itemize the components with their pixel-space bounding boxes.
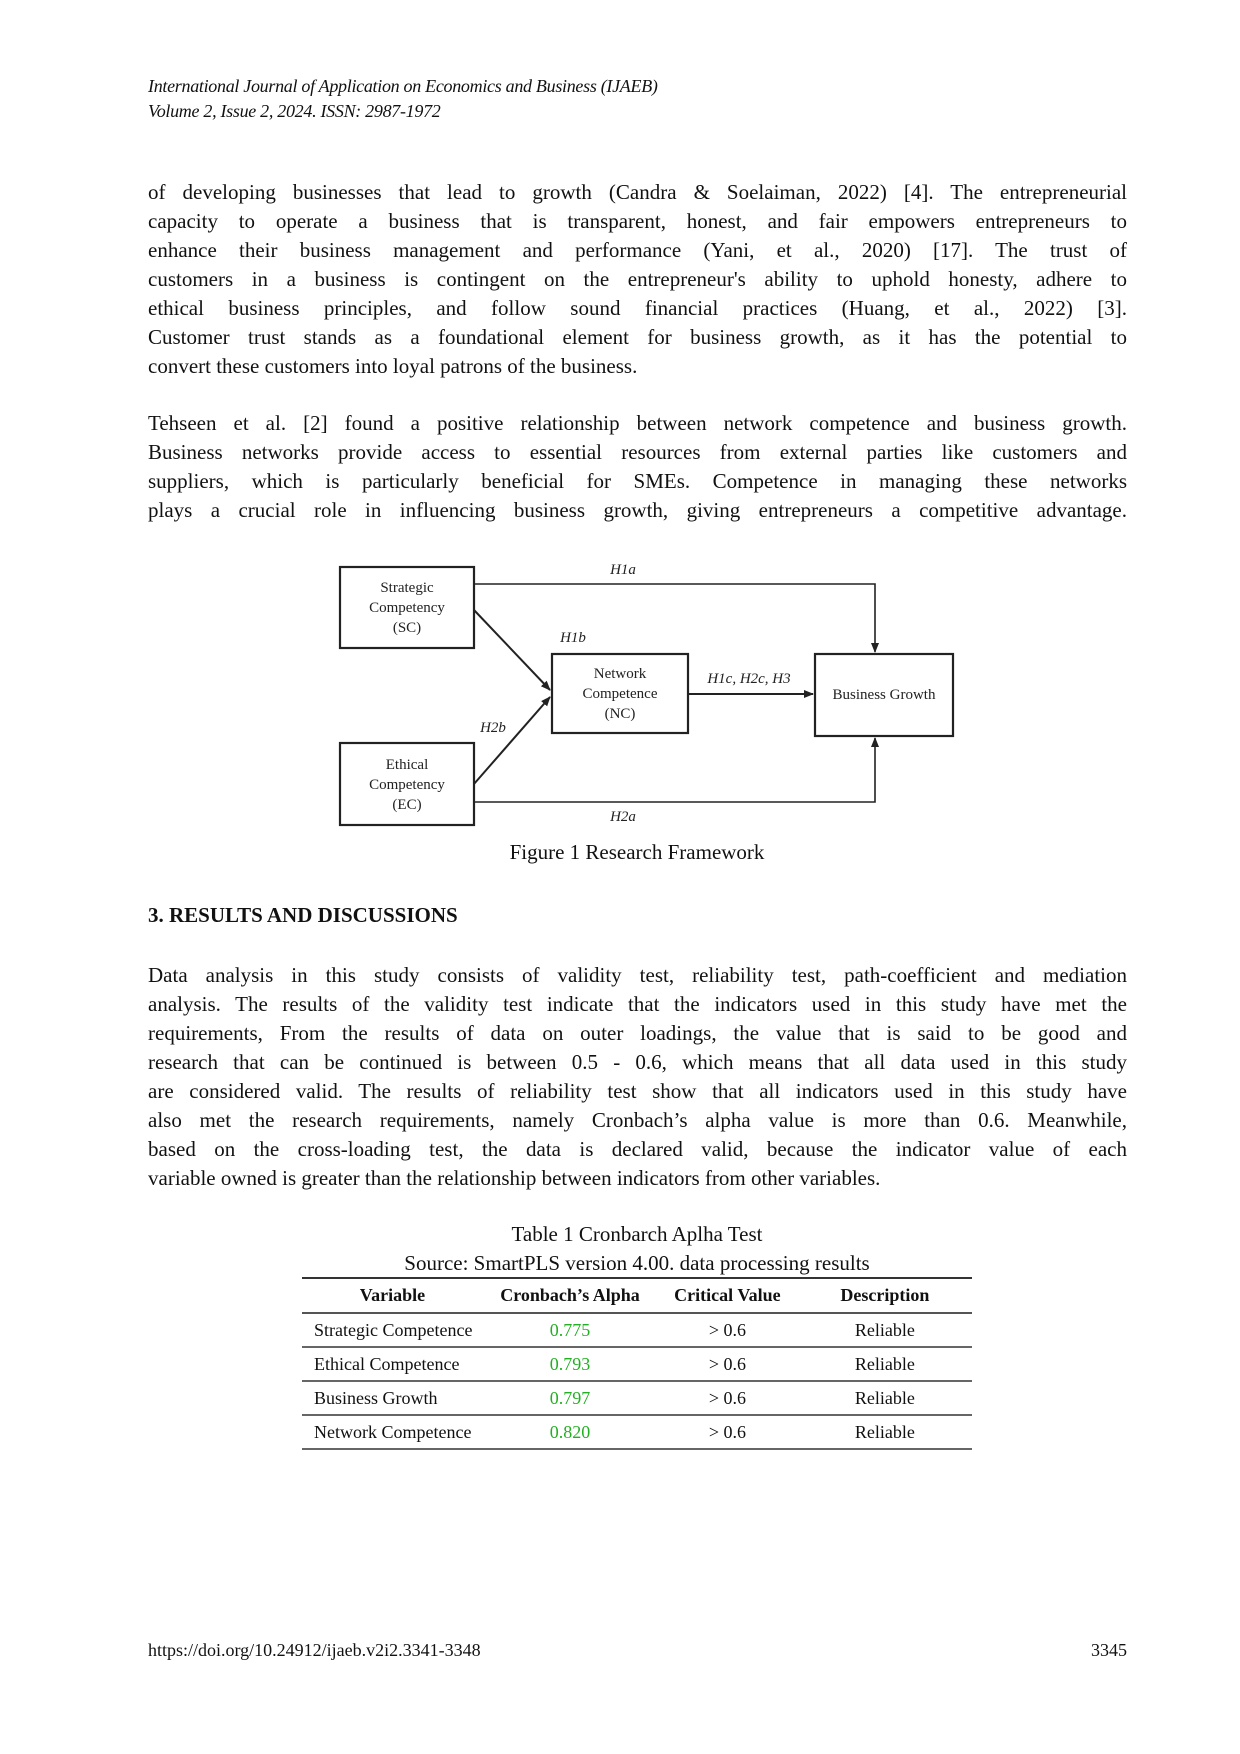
cronbach-alpha-table: Variable Cronbach’s Alpha Critical Value… — [302, 1277, 972, 1450]
cell-alpha: 0.820 — [482, 1415, 658, 1450]
box-strategic-competency — [338, 565, 476, 650]
cell-variable: Business Growth — [302, 1381, 483, 1416]
research-framework-diagram: Strategic Competency (SC) Network Compet… — [338, 562, 955, 827]
column-header: Critical Value — [657, 1277, 798, 1314]
cell-variable: Ethical Competence — [302, 1347, 483, 1382]
text-line: variable owned is greater than the relat… — [148, 1166, 881, 1190]
text-line: of developing businesses that lead to gr… — [148, 180, 1127, 204]
journal-volume: Volume 2, Issue 2, 2024. ISSN: 2987-1972 — [148, 101, 441, 121]
cell-alpha: 0.797 — [482, 1381, 658, 1416]
box-label: Competency — [369, 777, 445, 793]
paragraph-1: of developing businesses that lead to gr… — [148, 178, 1127, 381]
column-header: Description — [797, 1277, 972, 1314]
text-line: convert these customers into loyal patro… — [148, 354, 638, 378]
cell-variable: Network Competence — [302, 1415, 483, 1450]
text-line: Tehseen et al. [2] found a positive rela… — [148, 411, 1127, 435]
text-line: analysis. The results of the validity te… — [148, 992, 1127, 1016]
section-heading: 3. RESULTS AND DISCUSSIONS — [148, 903, 458, 927]
text-line: Customer trust stands as a foundational … — [148, 325, 1127, 349]
box-label: (SC) — [393, 620, 421, 636]
cell-description: Reliable — [797, 1347, 972, 1382]
text-line: research that can be continued is betwee… — [148, 1050, 1127, 1074]
table-title: Table 1 Cronbarch Aplha Test — [511, 1222, 763, 1246]
text-line: suppliers, which is particularly benefic… — [148, 469, 1127, 493]
text-line: capacity to operate a business that is t… — [148, 209, 1127, 233]
cell-critical: > 0.6 — [657, 1415, 798, 1450]
cell-description: Reliable — [797, 1313, 972, 1348]
arrow-h2a — [474, 737, 879, 803]
journal-title: International Journal of Application on … — [148, 76, 658, 96]
text-line: requirements, From the results of data o… — [148, 1021, 1127, 1045]
box-label: Ethical — [386, 757, 428, 773]
figure-caption: Figure 1 Research Framework — [509, 840, 765, 864]
text-line: Data analysis in this study consists of … — [148, 963, 1127, 987]
table-row: Ethical Competence 0.793 > 0.6 Reliable — [302, 1347, 972, 1382]
page-number: 3345 — [1091, 1640, 1127, 1660]
table-row: Network Competence 0.820 > 0.6 Reliable — [302, 1415, 972, 1450]
box-business-growth — [813, 652, 955, 738]
box-label: Competency — [369, 600, 445, 616]
arrow-h1b — [473, 609, 551, 691]
cell-alpha: 0.775 — [482, 1313, 658, 1348]
table-source: Source: SmartPLS version 4.00. data proc… — [404, 1251, 870, 1275]
arrow-h2b — [473, 696, 551, 785]
text-line: plays a crucial role in influencing busi… — [148, 498, 1127, 522]
arrow-h1a — [474, 583, 879, 653]
box-label: Business Growth — [833, 687, 936, 703]
table-row: Strategic Competence 0.775 > 0.6 Reliabl… — [302, 1313, 972, 1348]
column-header: Cronbach’s Alpha — [482, 1277, 658, 1314]
cell-critical: > 0.6 — [657, 1347, 798, 1382]
cell-critical: > 0.6 — [657, 1381, 798, 1416]
text-line: also met the research requirements, name… — [148, 1108, 1127, 1132]
label-h1c-h2c-h3: H1c, H2c, H3 — [706, 671, 790, 687]
column-header: Variable — [302, 1277, 483, 1314]
box-label: (EC) — [392, 797, 421, 813]
box-label: Network — [594, 666, 647, 682]
text-line: enhance their business management and pe… — [148, 238, 1127, 262]
doi-link[interactable]: https://doi.org/10.24912/ijaeb.v2i2.3341… — [148, 1640, 481, 1660]
text-line: customers in a business is contingent on… — [148, 267, 1127, 291]
label-h1b: H1b — [559, 630, 586, 646]
cell-alpha: 0.793 — [482, 1347, 658, 1382]
paragraph-3: Data analysis in this study consists of … — [148, 961, 1127, 1193]
box-label: Competence — [583, 686, 658, 702]
text-line: ethical business principles, and follow … — [148, 296, 1127, 320]
box-label: (NC) — [605, 706, 636, 722]
label-h2b: H2b — [479, 720, 506, 736]
box-label: Strategic — [380, 580, 434, 596]
table-row: Business Growth 0.797 > 0.6 Reliable — [302, 1381, 972, 1416]
cell-description: Reliable — [797, 1381, 972, 1416]
text-line: Business networks provide access to esse… — [148, 440, 1127, 464]
table-header-row: Variable Cronbach’s Alpha Critical Value… — [302, 1277, 972, 1314]
paragraph-2: Tehseen et al. [2] found a positive rela… — [148, 409, 1127, 525]
text-line: are considered valid. The results of rel… — [148, 1079, 1127, 1103]
text-line: based on the cross-loading test, the dat… — [148, 1137, 1127, 1161]
label-h2a: H2a — [609, 809, 636, 825]
cell-description: Reliable — [797, 1415, 972, 1450]
cell-variable: Strategic Competence — [302, 1313, 483, 1348]
cell-critical: > 0.6 — [657, 1313, 798, 1348]
label-h1a: H1a — [609, 562, 636, 578]
